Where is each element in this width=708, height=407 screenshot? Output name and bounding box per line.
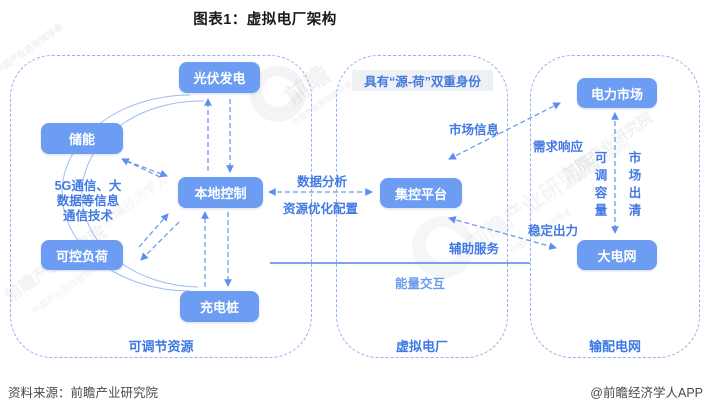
node-main-grid: 大电网 [577, 240, 657, 270]
page-title: 图表1：虚拟电厂架构 [193, 12, 337, 28]
edge-storage-to-local [126, 160, 168, 178]
label-auxiliary-service: 辅助服务 [449, 242, 500, 256]
vpp-identity-badge: 具有“源-荷”双重身份 [352, 70, 493, 91]
label-market-clearing: 市场出清 [626, 151, 641, 221]
node-pv-generation: 光伏发电 [179, 62, 260, 93]
node-charging-pile: 充电桩 [180, 291, 259, 322]
edge-platform-market [448, 102, 561, 160]
label-communication-tech-line2: 数据等信息 [56, 194, 120, 208]
edge-platform-grid [447, 216, 558, 250]
source-note: 资料来源：前瞻产业研究院 [8, 386, 159, 400]
group-transmission-grid: 输配电网 [530, 55, 700, 358]
label-communication-tech: 5G通信、大 数据等信息 通信技术 [38, 179, 138, 224]
node-control-platform: 集控平台 [380, 178, 462, 208]
label-resource-optimization: 资源优化配置 [283, 202, 359, 216]
label-market-info: 市场信息 [449, 123, 500, 137]
group-virtual-power-plant: 虚拟电厂 [336, 55, 508, 358]
credit-note: @前瞻经济学人APP [590, 386, 703, 400]
label-energy-exchange: 能量交互 [395, 277, 446, 291]
label-adjustable-capacity: 可调容量 [592, 151, 607, 221]
group-adjustable-resources: 可调节资源 [10, 55, 312, 358]
label-communication-tech-line1: 5G通信、大 [54, 179, 122, 193]
label-stable-output: 稳定出力 [528, 224, 579, 238]
edge-local-to-load [140, 221, 180, 261]
label-communication-tech-line3: 通信技术 [62, 209, 113, 223]
node-local-control: 本地控制 [178, 177, 263, 208]
label-data-analysis: 数据分析 [297, 175, 348, 189]
node-power-market: 电力市场 [577, 78, 657, 108]
group-label-transmission-grid: 输配电网 [584, 336, 646, 355]
group-label-adjustable-resources: 可调节资源 [124, 336, 198, 355]
label-demand-response: 需求响应 [533, 140, 584, 154]
node-energy-storage: 储能 [41, 123, 123, 154]
node-controllable-load: 可控负荷 [41, 240, 123, 270]
edge-load-to-local [138, 213, 169, 248]
resource-ring-arcs [61, 94, 205, 292]
group-label-virtual-power-plant: 虚拟电厂 [391, 336, 453, 355]
resource-arc-inner [81, 100, 205, 288]
resource-arc-outer [61, 94, 191, 292]
